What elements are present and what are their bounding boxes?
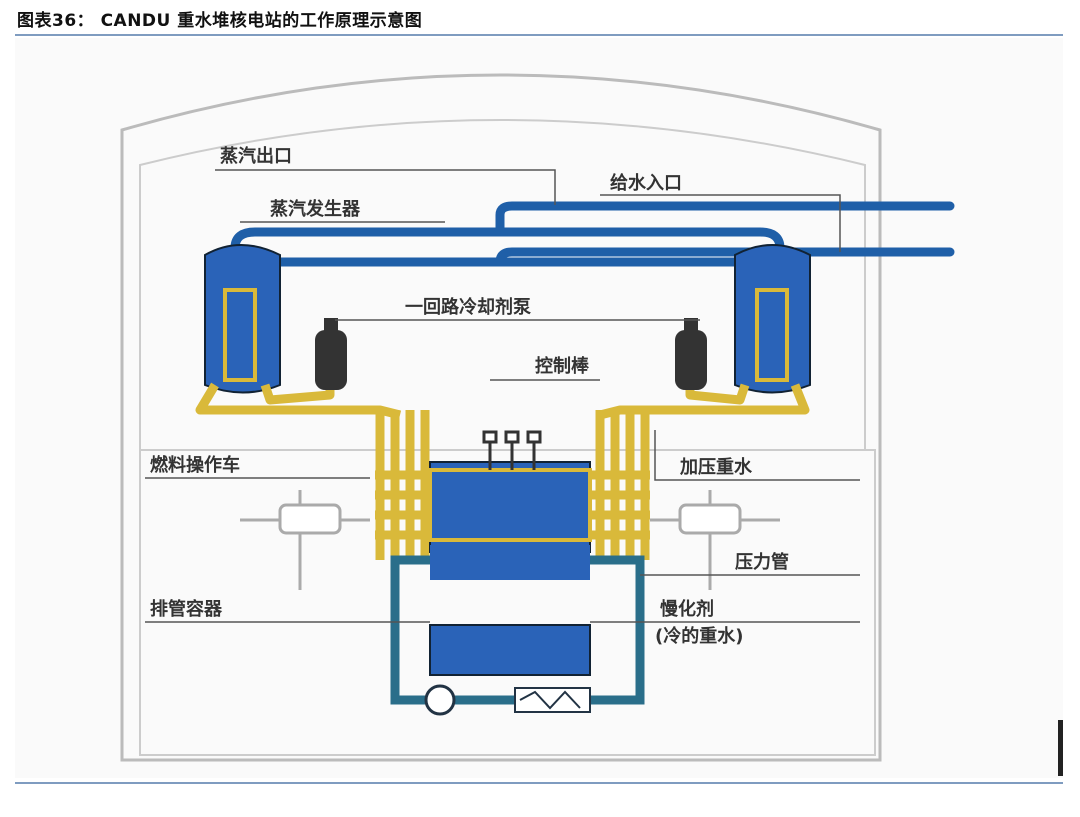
label-feedwater-inlet: 给水入口 (610, 172, 682, 194)
coolant-pump-right (675, 318, 707, 390)
label-steam-generator: 蒸汽发生器 (270, 198, 361, 220)
bottom-rule (15, 782, 1063, 784)
title-rule (15, 34, 1063, 36)
label-pressurized-heavy-water: 加压重水 (679, 456, 753, 478)
label-pressure-tube: 压力管 (735, 551, 789, 573)
heat-exchanger-icon (514, 687, 591, 713)
coolant-pump-left (315, 318, 347, 390)
fuel-machine-left (240, 490, 370, 590)
fuel-machine-right (650, 490, 780, 590)
figure-title: 图表36： CANDU 重水堆核电站的工作原理示意图 (17, 11, 423, 31)
label-steam-outlet: 蒸汽出口 (220, 145, 292, 167)
moderator-tank (429, 624, 591, 676)
label-fuel-machine: 燃料操作车 (150, 454, 240, 476)
label-moderator: 慢化剂 (660, 598, 714, 620)
label-calandria: 排管容器 (150, 598, 223, 620)
steam-generator-left (204, 244, 281, 394)
containment-outline (120, 73, 882, 762)
diagram-svg: 蒸汽出口 给水入口 蒸汽发生器 一回路冷却剂泵 控制棒 燃料操作车 加压重水 压… (15, 38, 1063, 778)
label-control-rods: 控制棒 (535, 355, 590, 377)
control-rods (482, 430, 542, 470)
moderator-pump-icon (424, 684, 456, 716)
candu-diagram: 蒸汽出口 给水入口 蒸汽发生器 一回路冷却剂泵 控制棒 燃料操作车 加压重水 压… (15, 38, 1063, 778)
steam-generator-right (734, 244, 811, 394)
label-primary-pump: 一回路冷却剂泵 (405, 296, 531, 318)
label-moderator-note: (冷的重水) (655, 625, 743, 647)
reactor-core (429, 461, 591, 553)
